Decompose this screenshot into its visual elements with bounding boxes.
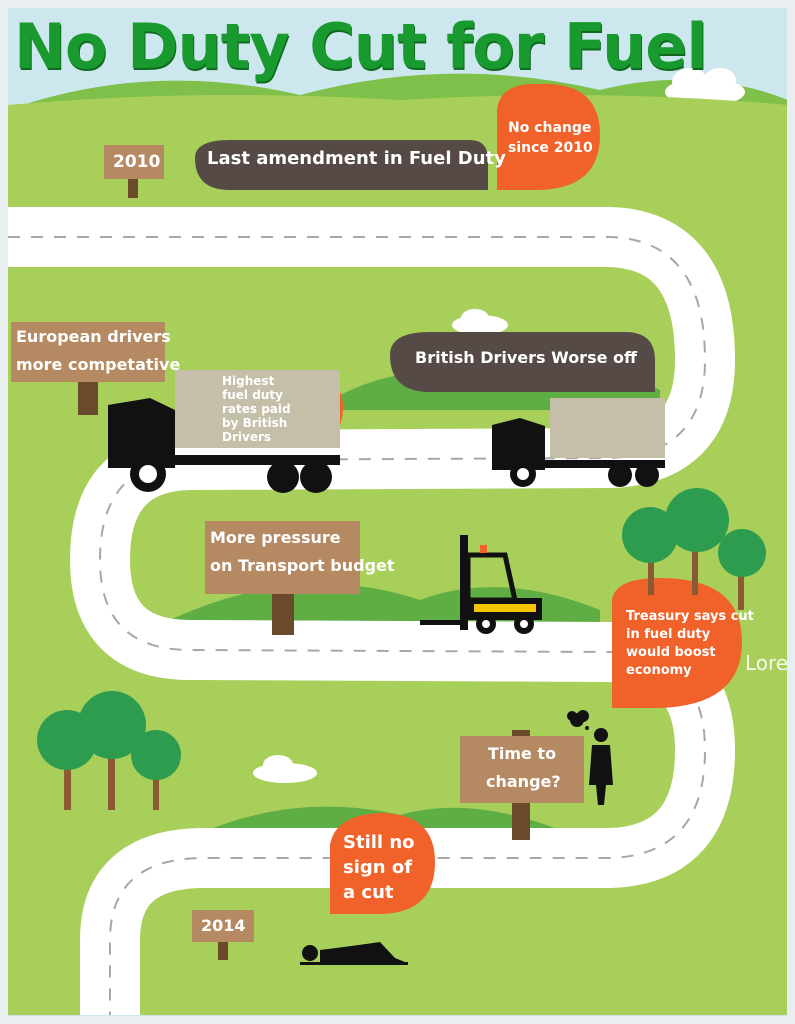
sign-time-to-change: [460, 736, 584, 803]
year-end-label: 2014: [201, 916, 246, 935]
time-to-change-text: Time to change?: [486, 740, 561, 796]
treasury-text: Treasury says cut in fuel duty would boo…: [626, 608, 754, 680]
european-drivers-text: European drivers more competative: [16, 323, 180, 379]
still-no-sign-line: sign of: [343, 857, 413, 878]
lying-person: [300, 942, 408, 965]
bubble-british-worse-off: [390, 332, 655, 392]
still-no-sign-line: Still no: [343, 832, 415, 853]
cloud-lower: [253, 755, 317, 783]
trees-right: [622, 488, 766, 610]
lorem-placeholder: Lore: [745, 651, 789, 675]
winding-road: [8, 207, 735, 1015]
treasury-line: would boost: [626, 645, 716, 660]
highest-rates-line: by British: [222, 416, 288, 430]
lorem-placeholder: Lorem: [441, 464, 504, 488]
bubble-treasury: [612, 578, 742, 708]
truck-left: [108, 370, 340, 493]
highest-rates-line: fuel duty: [222, 388, 283, 402]
sign-line: More pressure: [210, 528, 341, 547]
sign-line: change?: [486, 772, 561, 791]
still-no-sign-text: Still no sign of a cut: [343, 830, 415, 905]
page-title: No Duty Cut for Fuel: [14, 10, 708, 83]
sign-2010: [104, 145, 164, 179]
treasury-line: in fuel duty: [626, 627, 711, 642]
still-no-sign-line: a cut: [343, 882, 394, 903]
forklift: [420, 535, 542, 634]
no-change-line: since 2010: [508, 140, 593, 156]
sign-more-pressure: [205, 521, 360, 594]
treasury-line: Treasury says cut: [626, 609, 754, 624]
cloud-mid: [452, 309, 508, 335]
bubble-no-change: [497, 83, 600, 190]
treasury-line: economy: [626, 663, 692, 678]
highest-rates-text: Highest fuel duty rates paid by British …: [222, 374, 291, 444]
sign-line: more competative: [16, 355, 181, 374]
year-start-label: 2010: [113, 152, 161, 172]
no-change-line: No change: [508, 120, 592, 136]
bubble-still-no-sign: [330, 813, 435, 914]
sign-2014: [192, 910, 254, 942]
sign-line: Time to: [487, 744, 557, 763]
highest-rates-line: Drivers: [222, 430, 272, 444]
last-amendment-text: Last amendment in Fuel Duty: [207, 148, 506, 169]
no-change-text: No change since 2010: [508, 118, 593, 158]
sign-line: European drivers: [16, 327, 171, 346]
thinking-person: [567, 710, 613, 805]
highest-rates-line: rates paid: [222, 402, 291, 416]
highest-rates-line: Highest: [222, 374, 275, 388]
sign-line: on Transport budget: [210, 556, 395, 575]
british-worse-off-text: British Drivers Worse off: [415, 348, 637, 367]
sign-european-drivers: [11, 322, 165, 382]
more-pressure-text: More pressure on Transport budget: [210, 524, 395, 580]
trees-left: [37, 691, 181, 810]
bubble-last-amendment: [195, 140, 488, 190]
truck-right: [492, 398, 665, 487]
